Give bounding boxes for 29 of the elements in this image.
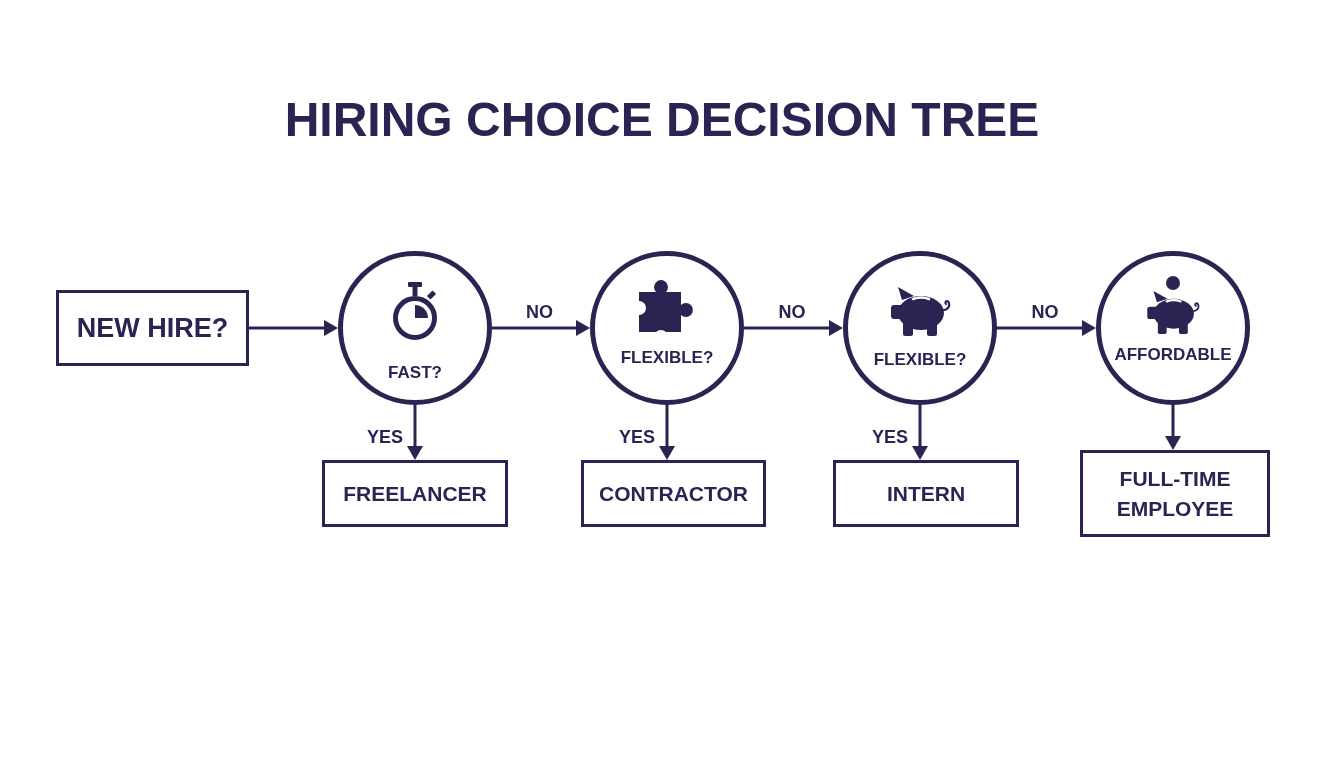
start-label: NEW HIRE? <box>76 313 229 343</box>
outcome-label: INTERN <box>886 480 966 507</box>
outcome-box <box>833 460 1019 527</box>
edge-label: NO <box>526 302 553 322</box>
arrow <box>912 405 928 460</box>
outcome-box <box>1080 450 1270 537</box>
decision-label: FAST? <box>388 363 442 383</box>
arrow <box>249 320 338 336</box>
decision-label: AFFORDABLE <box>1114 345 1232 365</box>
edge-label: NO <box>1031 302 1059 322</box>
arrow <box>1165 405 1181 450</box>
edge-label: YES <box>618 427 655 447</box>
outcome-label: FREELANCER <box>343 480 487 507</box>
edge-label: NO <box>778 302 806 322</box>
arrow <box>407 405 423 460</box>
outcome-box <box>322 460 508 527</box>
outcome-label: FULL-TIME EMPLOYEE <box>1115 465 1235 522</box>
arrow <box>744 320 843 336</box>
arrow <box>997 320 1096 336</box>
outcome-box <box>581 460 766 527</box>
arrow <box>659 405 675 460</box>
edge-label: YES <box>871 427 908 447</box>
decision-label: FLEXIBLE? <box>873 350 967 370</box>
start-box <box>56 290 249 366</box>
outcome-label: CONTRACTOR <box>599 480 748 507</box>
decision-label: FLEXIBLE? <box>620 348 714 368</box>
title: HIRING CHOICE DECISION TREE <box>284 96 1040 144</box>
arrow <box>492 320 590 336</box>
edge-label: YES <box>366 427 403 447</box>
